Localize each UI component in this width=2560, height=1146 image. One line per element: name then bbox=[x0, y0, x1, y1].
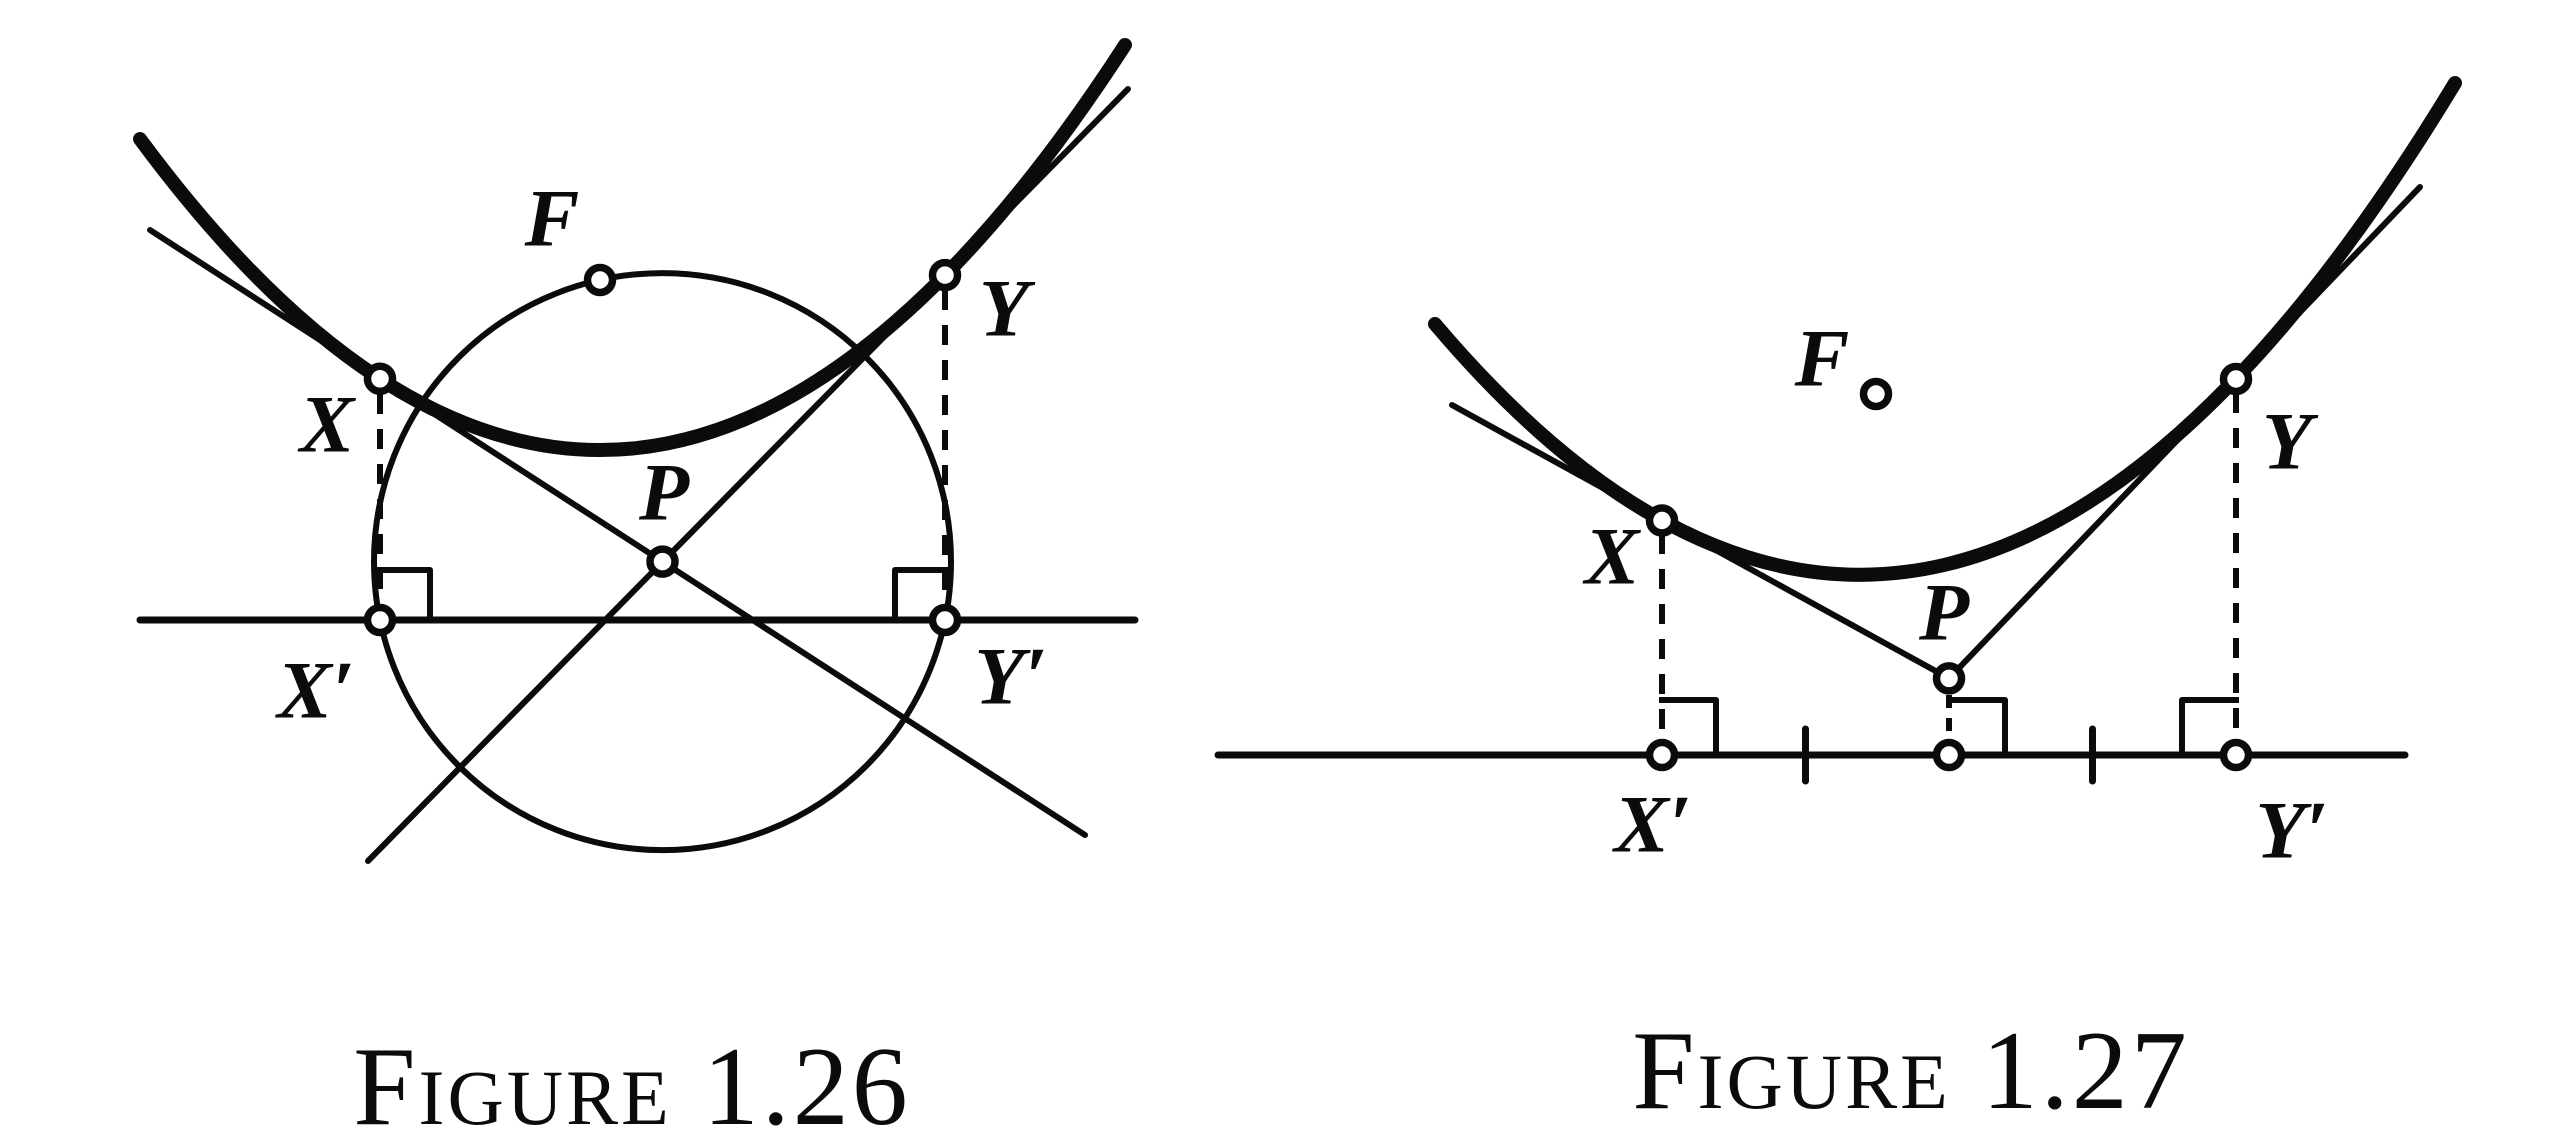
point-marker-x-prime bbox=[1645, 738, 1679, 772]
point-marker-y-prime bbox=[928, 603, 962, 637]
right-angle-mark-x-prime bbox=[1659, 697, 1719, 758]
point-marker-x bbox=[363, 362, 397, 396]
point-label-x-prime: X′ bbox=[1611, 779, 1692, 870]
right-angle-mark-y-prime bbox=[892, 567, 948, 623]
point-label-f: F bbox=[1794, 313, 1850, 404]
figure-caption: Figure 1.26 bbox=[353, 1025, 911, 1146]
point-marker-f bbox=[1859, 377, 1893, 411]
point-label-p: P bbox=[1918, 567, 1970, 658]
point-marker-y bbox=[928, 258, 962, 292]
parabola-curve bbox=[1428, 76, 2462, 582]
right-angle-mark-x-prime bbox=[377, 567, 433, 623]
right-angle-mark-y-prime bbox=[2179, 697, 2239, 758]
figure-1-27: F X Y P X′ Y′ Figure 1.27 bbox=[1214, 76, 2462, 1133]
point-marker-y bbox=[2219, 362, 2253, 396]
right-angle-mark-p-foot bbox=[1947, 697, 2008, 758]
point-marker-f bbox=[583, 263, 617, 297]
parabola-curve bbox=[133, 38, 1132, 458]
point-marker-y-prime bbox=[2219, 738, 2253, 772]
point-label-y-prime: Y′ bbox=[974, 631, 1047, 722]
point-label-x-prime: X′ bbox=[274, 645, 355, 736]
point-marker-p-foot bbox=[1932, 738, 1966, 772]
point-marker-x-prime bbox=[363, 603, 397, 637]
point-label-p: P bbox=[638, 447, 690, 538]
point-marker-p bbox=[1932, 662, 1966, 695]
point-label-f: F bbox=[524, 173, 580, 264]
figure-1-26: F X Y P X′ Y′ Figure 1.26 bbox=[133, 38, 1139, 1146]
point-label-y-prime: Y′ bbox=[2255, 785, 2328, 876]
circle-through-focus-and-feet bbox=[371, 270, 954, 854]
point-marker-x bbox=[1645, 504, 1679, 537]
point-label-x: X bbox=[1582, 511, 1642, 602]
point-label-x: X bbox=[297, 379, 357, 470]
point-label-y: Y bbox=[979, 263, 1036, 354]
tangent-line-at-x bbox=[147, 227, 1088, 838]
figure-caption: Figure 1.27 bbox=[1632, 1009, 2190, 1133]
point-label-y: Y bbox=[2262, 396, 2319, 487]
point-marker-p bbox=[646, 545, 679, 578]
